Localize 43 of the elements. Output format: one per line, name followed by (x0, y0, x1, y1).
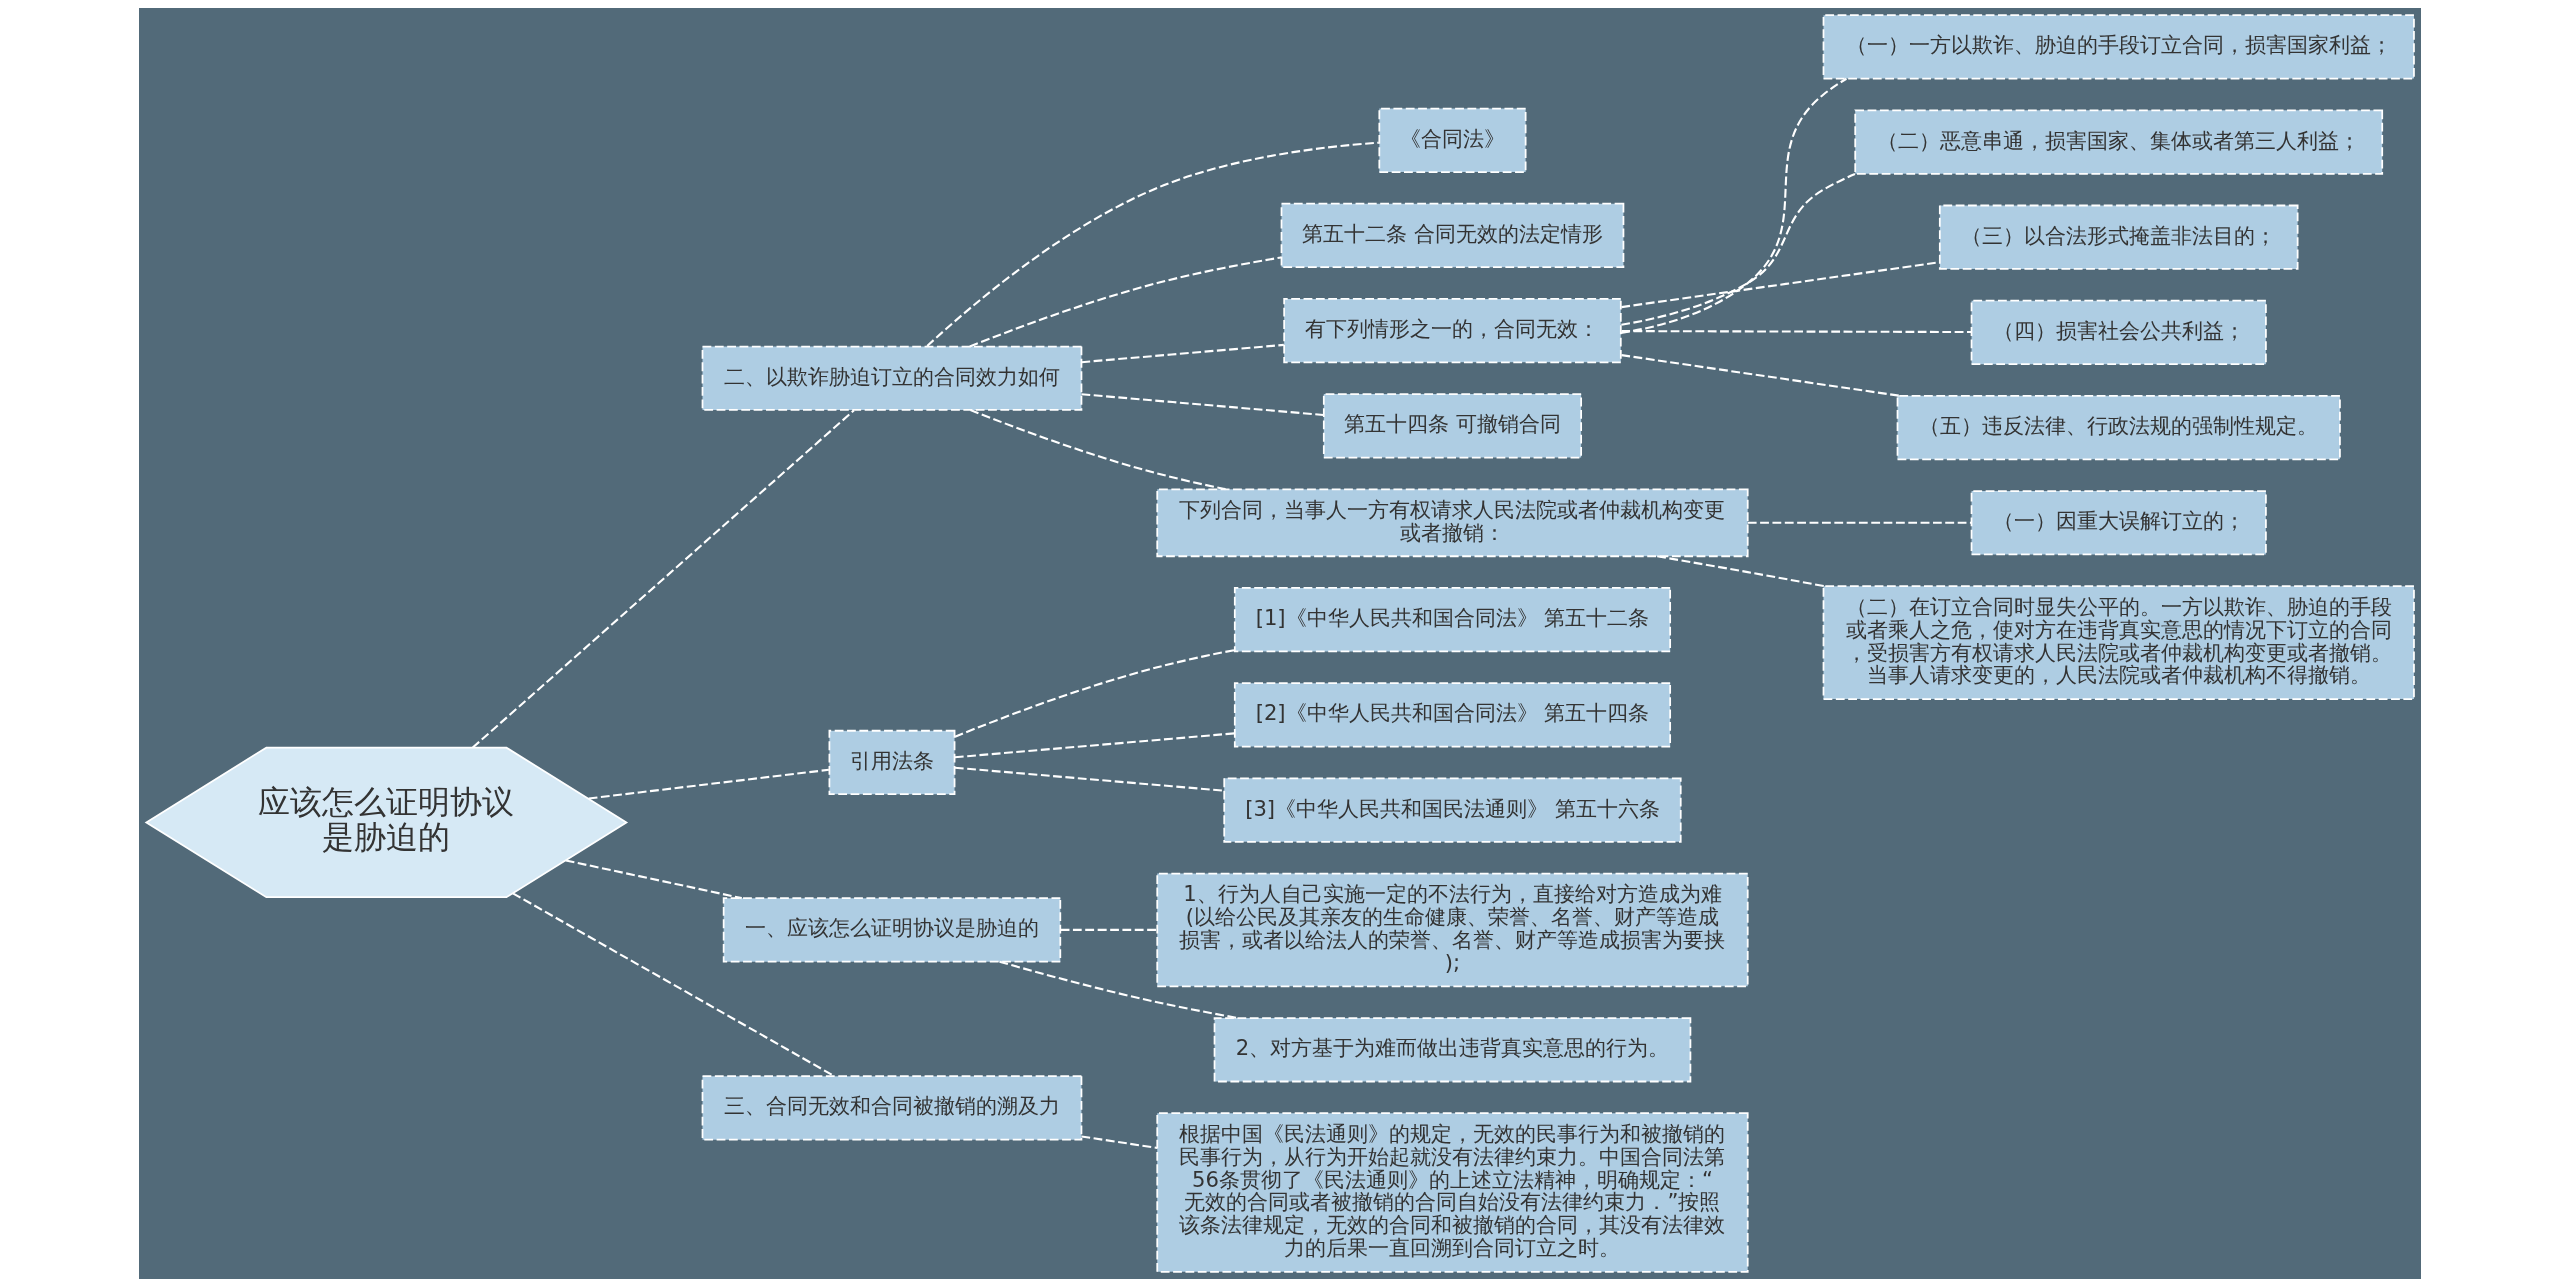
connector (970, 409, 1226, 491)
connector (1081, 343, 1284, 364)
node-box: 下列合同，当事人一方有权请求人民法院或者仲裁机构变更或者撤销： (1156, 488, 1749, 558)
node-box: [1]《中华人民共和国合同法》 第五十二条 (1233, 587, 1672, 653)
node-box: 第五十四条 可撤销合同 (1322, 393, 1583, 459)
connector (1621, 354, 1900, 397)
node-box: 二、以欺诈胁迫订立的合同效力如何 (701, 345, 1083, 411)
node-box: （五）违反法律、行政法规的强制性规定。 (1896, 395, 2341, 461)
connector (1621, 330, 1972, 334)
connector (954, 649, 1235, 738)
node-box: （一）因重大误解订立的； (1970, 490, 2267, 556)
node-box: 2、对方基于为难而做出违背真实意思的行为。 (1213, 1017, 1692, 1083)
node-box: [2]《中华人民共和国合同法》 第五十四条 (1233, 682, 1672, 748)
node-box: 根据中国《民法通则》的规定，无效的民事行为和被撤销的民事行为，从行为开始起就没有法律约束力。中国合同法第56条贯彻了《民法通则》的上述立法精神，明确规定：“无效的合同或者被撤销的合同自始没有法律约束力．”按照该条法律规定，无效的合同和被撤销的合同，其没有法律效力的后果一直回溯到合同订立之时。 (1156, 1112, 1749, 1273)
connector (1657, 555, 1825, 588)
connector (1620, 77, 1847, 334)
node-box: （四）损害社会公共利益； (1970, 299, 2267, 365)
connector (1081, 393, 1324, 416)
connector (565, 859, 742, 900)
connector (1060, 928, 1158, 931)
connector (969, 256, 1282, 348)
node-box: 引用法条 (828, 729, 956, 796)
connector (926, 141, 1379, 347)
node-box: 一、应该怎么证明协议是胁迫的 (722, 897, 1062, 963)
node-box: （二）在订立合同时显失公平的。一方以欺诈、胁迫的手段或者乘人之危，使对方在违背真实意思的情况下订立的合同，受损害方有权请求人民法院或者仲裁机构变更或者撤销。当事人请求变更的，人民法院或者仲裁机构不得撤销。 (1822, 585, 2415, 700)
connector (472, 409, 855, 749)
connector (954, 766, 1224, 792)
connector (954, 732, 1235, 759)
node-box: [3]《中华人民共和国民法通则》 第五十六条 (1223, 777, 1682, 843)
node-box: 1、行为人自己实施一定的不法行为，直接给对方造成为难(以给公民及其亲友的生命健康、荣誉、名誉、财产等造成损害，或者以给法人的荣誉、名誉、财产等造成损害为要挟); (1156, 872, 1749, 988)
node-box: 《合同法》 (1378, 107, 1527, 173)
connector (999, 960, 1238, 1020)
node-box: 有下列情形之一的，合同无效： (1283, 298, 1622, 364)
connector (1621, 173, 1856, 326)
node-box: 三、合同无效和合同被撤销的溯及力 (701, 1075, 1083, 1141)
node-box: （二）恶意串通，损害国家、集体或者第三人利益； (1854, 109, 2384, 175)
node-box: 第五十二条 合同无效的法定情形 (1280, 202, 1625, 269)
connector (1747, 521, 1972, 524)
node-box: （三）以合法形式掩盖非法目的； (1938, 204, 2299, 270)
connector (512, 892, 835, 1077)
node-box: （一）一方以欺诈、胁迫的手段订立合同，损害国家利益； (1822, 14, 2415, 80)
connector (588, 768, 829, 800)
connector (1081, 1135, 1158, 1149)
